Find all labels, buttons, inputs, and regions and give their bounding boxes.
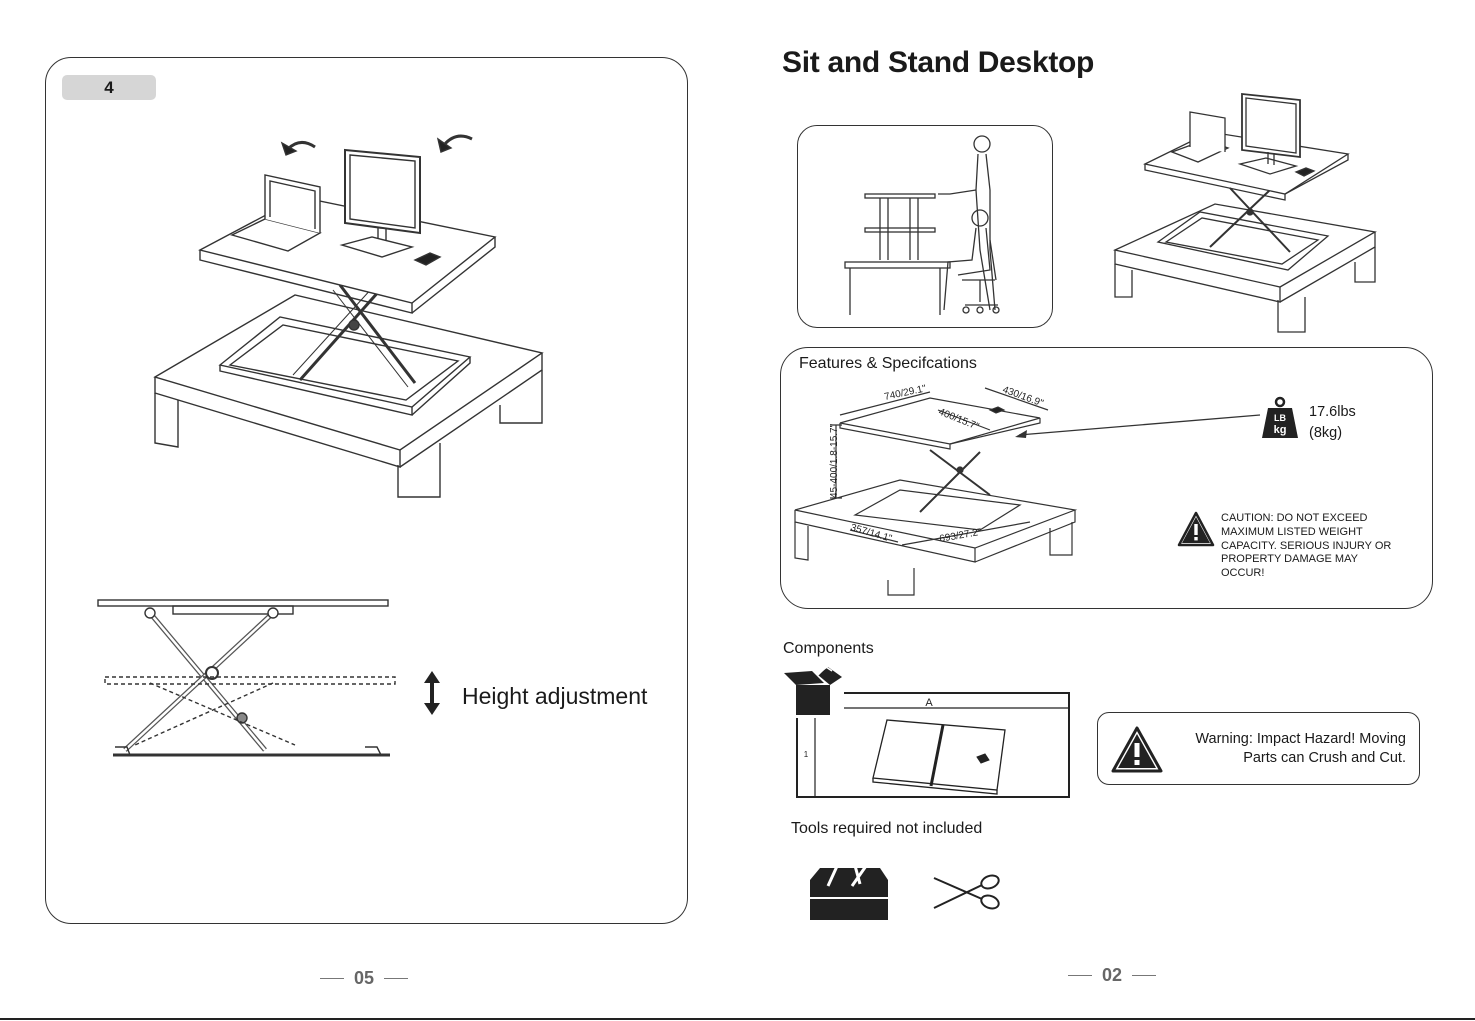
dim-height-range: 45-400/1.8-15.7": [829, 423, 840, 498]
components-table: A 1: [796, 692, 1070, 798]
weight-badge-bottom: kg: [1274, 424, 1287, 436]
rotate-arrow-icon: [436, 137, 453, 153]
caution-icon: [1177, 511, 1215, 547]
components-row-label: 1: [804, 750, 809, 759]
ergonomics-box: [797, 125, 1053, 328]
weight-value: 17.6lbs (8kg): [1309, 402, 1356, 444]
features-heading: Features & Specifcations: [799, 355, 977, 372]
scissors-icon: [933, 874, 1000, 910]
components-heading: Components: [783, 640, 874, 657]
side-view-diagram: [97, 599, 396, 757]
weight-pointer-arrow: [1015, 414, 1261, 438]
up-down-arrow-icon: [424, 671, 440, 715]
warning-text: Warning: Impact Hazard! Moving Parts can…: [1195, 731, 1406, 766]
converter-on-table-illustration: [1112, 93, 1377, 333]
page-title: Sit and Stand Desktop: [782, 46, 1095, 79]
step-panel: [45, 57, 688, 924]
right-page-number: 02: [1068, 965, 1157, 986]
weight-badge-top: LB: [1274, 413, 1286, 423]
components-column-label: A: [925, 697, 933, 709]
height-adjustment-label: Height adjustment: [462, 683, 648, 709]
weight-icon: LB kg: [1262, 396, 1298, 438]
rotate-arrow-icon: [280, 141, 298, 156]
dimension-diagram: 740/29.1" 430/16.9" 400/15.7" 45-400/1.8…: [794, 383, 1078, 596]
caution-text: CAUTION: DO NOT EXCEED MAXIMUM LISTED WE…: [1221, 512, 1392, 580]
step-illustration: [153, 134, 544, 498]
weight-kg: (8kg): [1309, 425, 1343, 441]
weight-lbs: 17.6lbs: [1309, 404, 1356, 420]
features-panel: [780, 347, 1433, 609]
dim-depth-top: 430/16.9": [1001, 384, 1045, 409]
warning-icon: [1111, 726, 1163, 773]
step-number-badge: 4: [62, 75, 156, 100]
ergonomics-illustration: [844, 135, 1000, 315]
tools-heading: Tools required not included: [791, 820, 983, 837]
open-box-icon: [784, 666, 842, 715]
toolbox-icon: [810, 861, 888, 920]
bottom-rule: [0, 1018, 1475, 1020]
left-page-number: 05: [320, 968, 409, 989]
warning-box: [1097, 712, 1420, 785]
